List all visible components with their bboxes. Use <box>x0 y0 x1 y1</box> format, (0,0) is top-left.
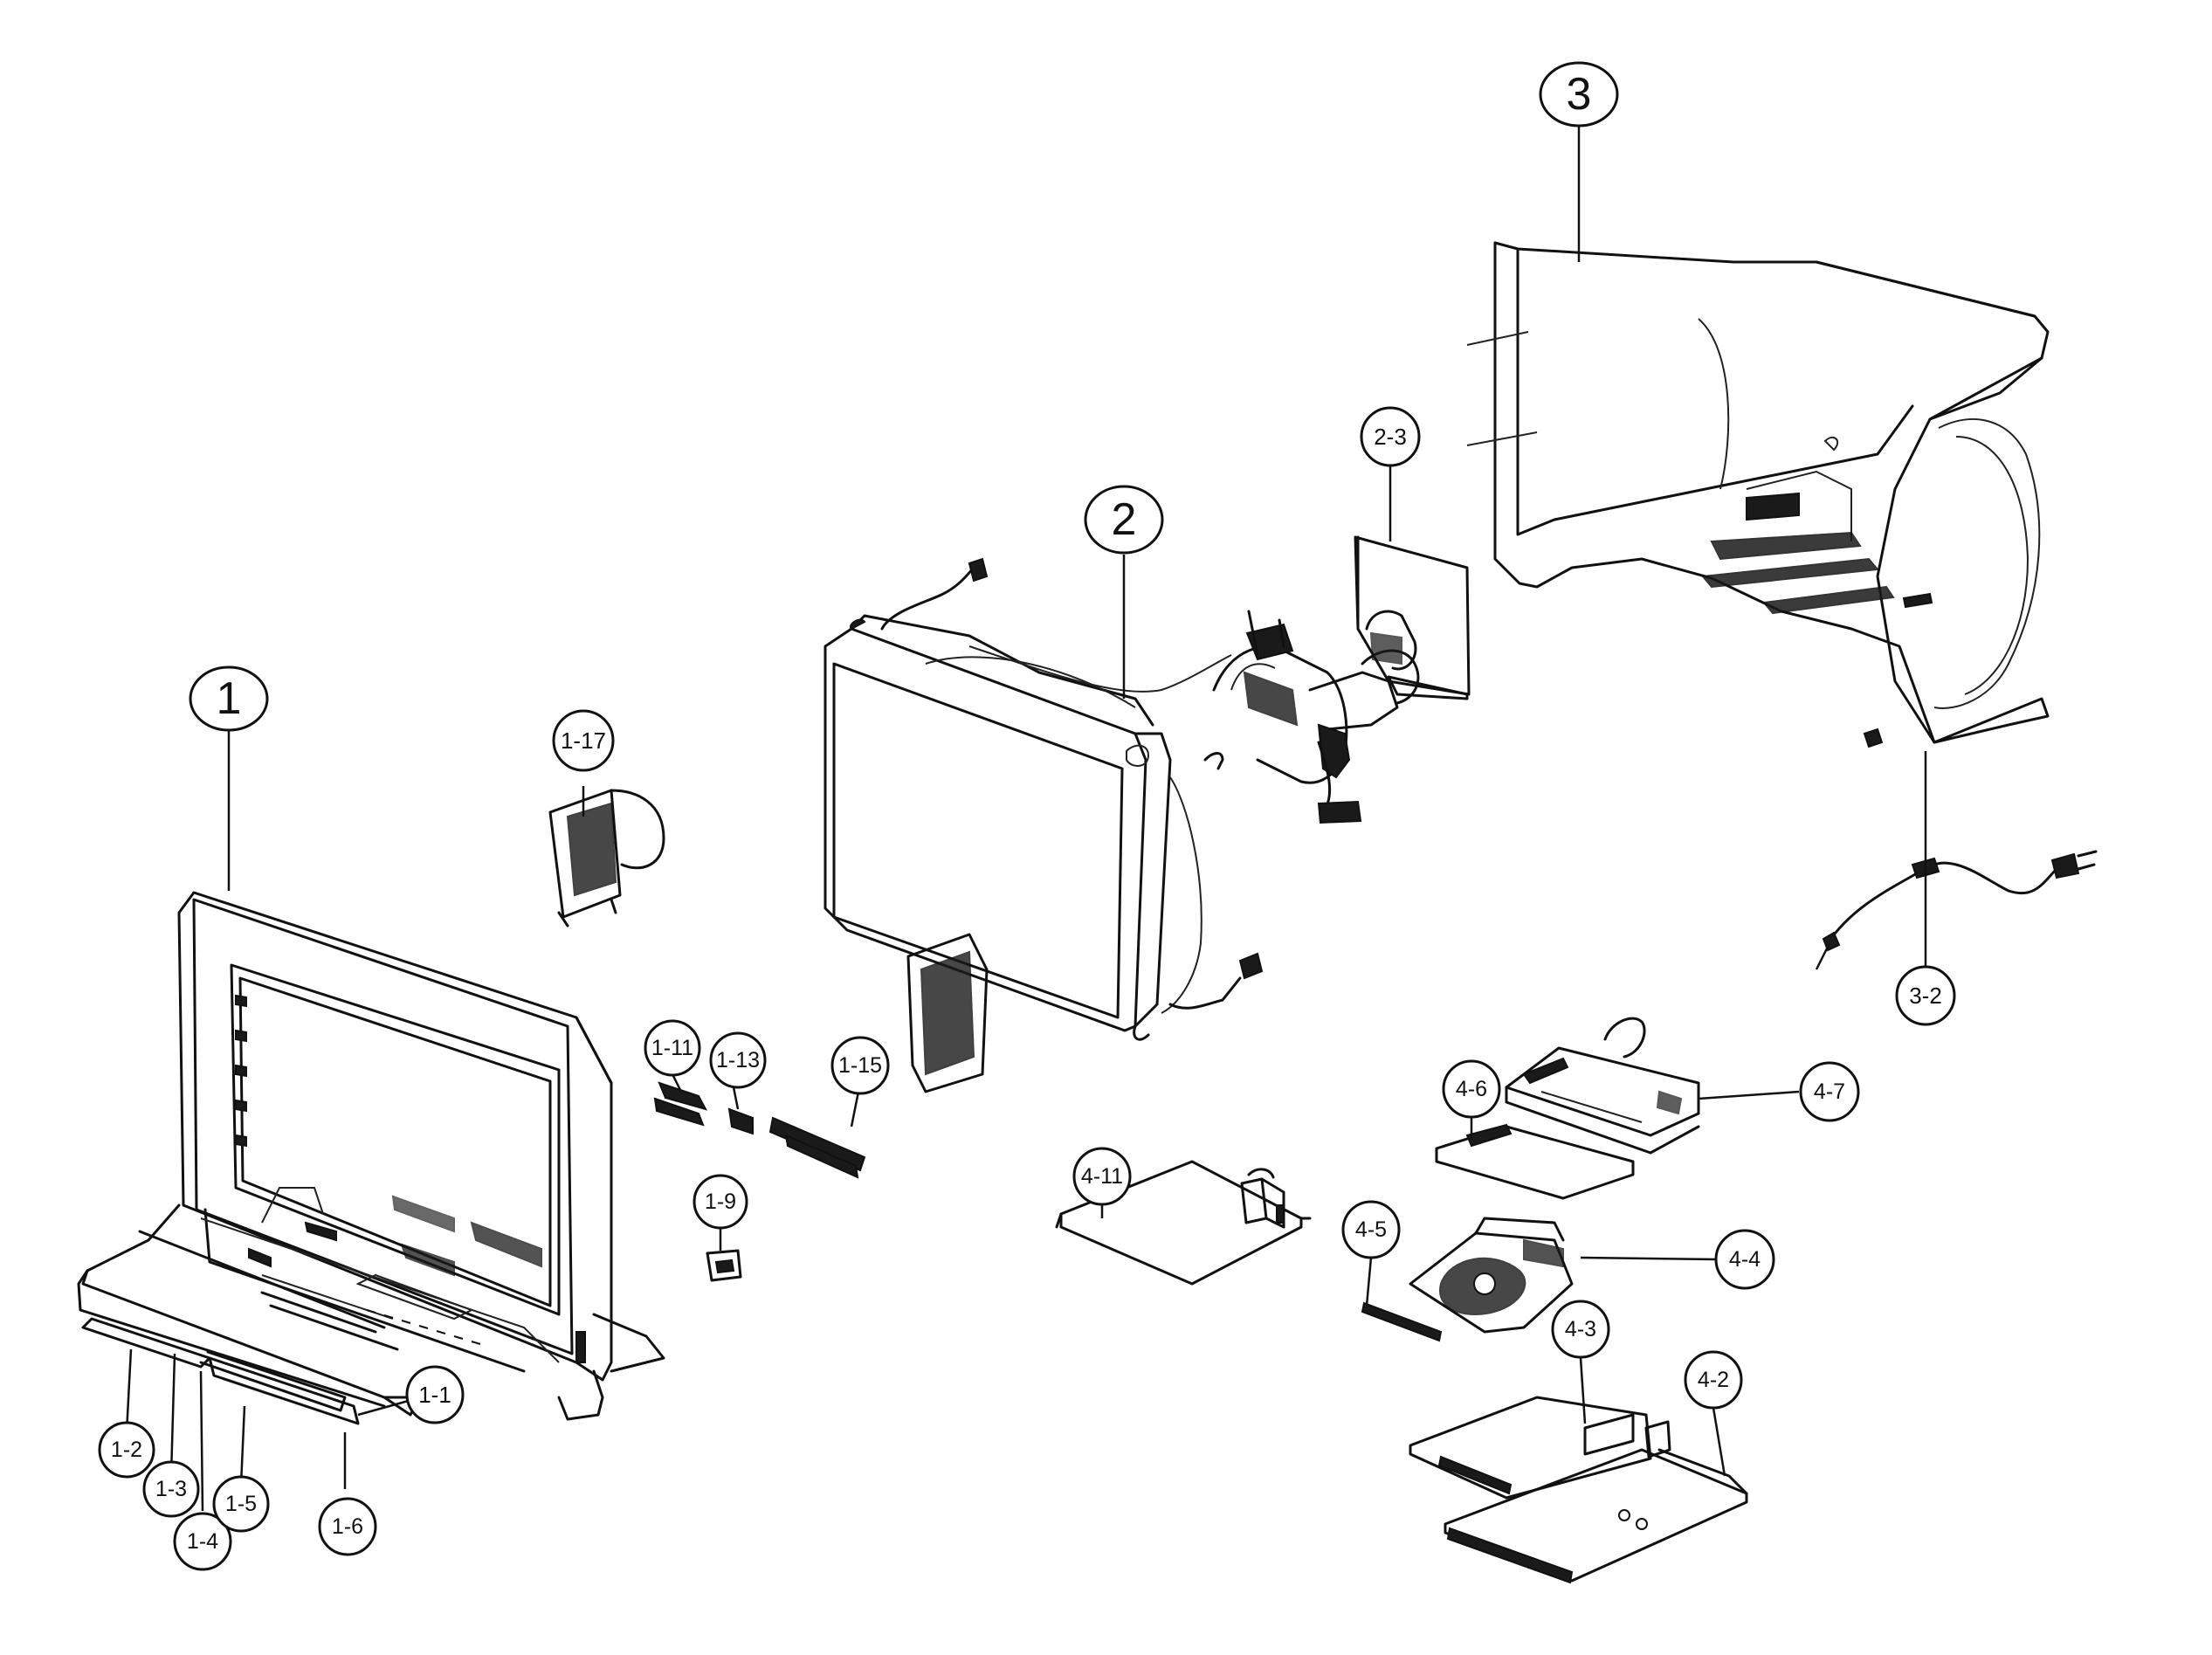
callout-4-3: 4-3 <box>1551 1300 1610 1359</box>
callout-4-4-text: 4-4 <box>1729 1247 1761 1272</box>
callout-1-17: 1-17 <box>552 709 615 772</box>
callout-1-1-text: 1-1 <box>418 1382 451 1408</box>
callout-4-5-text: 4-5 <box>1355 1217 1387 1242</box>
callout-1-6-text: 1-6 <box>332 1514 363 1539</box>
rear-cabinet <box>1466 241 2050 748</box>
front-cabinet <box>77 891 665 1425</box>
power-cord <box>1822 850 2098 952</box>
callout-1-11-text: 1-11 <box>651 1036 693 1060</box>
callout-1: 1 <box>189 665 269 732</box>
callout-4-11-text: 4-11 <box>1081 1164 1123 1189</box>
callout-1-13: 1-13 <box>709 1031 767 1089</box>
neck-board <box>1354 535 1471 700</box>
callout-1-9: 1-9 <box>693 1174 748 1230</box>
callout-1-15-text: 1-15 <box>838 1053 882 1078</box>
disc-mechanism-4-4 <box>1409 1217 1574 1334</box>
callout-2-3: 2-3 <box>1360 406 1421 467</box>
bracket-1-15b <box>906 933 989 1093</box>
callout-1-9-text: 1-9 <box>705 1190 736 1214</box>
callout-4-3-text: 4-3 <box>1565 1317 1596 1341</box>
callout-4-4: 4-4 <box>1714 1229 1775 1290</box>
callout-4-2-text: 4-2 <box>1698 1368 1729 1392</box>
leader-lines <box>125 122 1927 1512</box>
callout-2-3-text: 2-3 <box>1374 424 1407 450</box>
callout-4-11: 4-11 <box>1072 1147 1132 1206</box>
picture-tube <box>823 557 1420 1041</box>
callout-1-6: 1-6 <box>318 1497 377 1556</box>
callout-1-2: 1-2 <box>98 1421 155 1479</box>
callout-4-5: 4-5 <box>1341 1200 1401 1259</box>
callout-1-2-text: 1-2 <box>111 1438 142 1462</box>
callout-4-6-text: 4-6 <box>1456 1077 1487 1101</box>
callout-1-1: 1-1 <box>405 1365 465 1424</box>
drive-cover-4-7 <box>1505 1017 1700 1155</box>
callout-1-text: 1 <box>217 673 242 724</box>
callout-4-2: 4-2 <box>1684 1350 1743 1410</box>
callout-1-11: 1-11 <box>644 1019 701 1077</box>
cover-strip-4-5 <box>1361 1301 1443 1342</box>
board-4-3 <box>1409 1396 1652 1500</box>
button-1-9 <box>706 1249 742 1282</box>
board-4-2 <box>1444 1420 1748 1584</box>
drive-board-4-6 <box>1435 1123 1635 1200</box>
board-4-11 <box>1055 1160 1312 1286</box>
callout-2: 2 <box>1084 485 1164 555</box>
strip-1-15 <box>768 1116 866 1179</box>
callout-3-text: 3 <box>1567 69 1592 120</box>
callout-3: 3 <box>1539 61 1619 128</box>
callout-1-17-text: 1-17 <box>561 728 606 754</box>
callout-2-text: 2 <box>1112 494 1137 545</box>
callout-1-3-text: 1-3 <box>155 1477 187 1501</box>
callout-1-5: 1-5 <box>212 1475 270 1533</box>
callout-3-2-text: 3-2 <box>1909 983 1942 1009</box>
callout-3-2: 3-2 <box>1895 965 1956 1026</box>
callout-1-4: 1-4 <box>173 1512 232 1571</box>
callout-1-4-text: 1-4 <box>187 1529 218 1554</box>
callout-1-3: 1-3 <box>142 1460 200 1518</box>
bracket-1-17 <box>548 789 665 927</box>
callout-4-6: 4-6 <box>1442 1059 1501 1119</box>
callout-1-13-text: 1-13 <box>716 1048 760 1072</box>
button-1-11 <box>653 1081 707 1127</box>
callout-4-7-text: 4-7 <box>1814 1079 1845 1104</box>
callout-4-7: 4-7 <box>1799 1061 1860 1122</box>
button-1-13 <box>727 1107 754 1135</box>
callout-1-15: 1-15 <box>830 1036 890 1095</box>
callout-1-5-text: 1-5 <box>225 1492 257 1516</box>
